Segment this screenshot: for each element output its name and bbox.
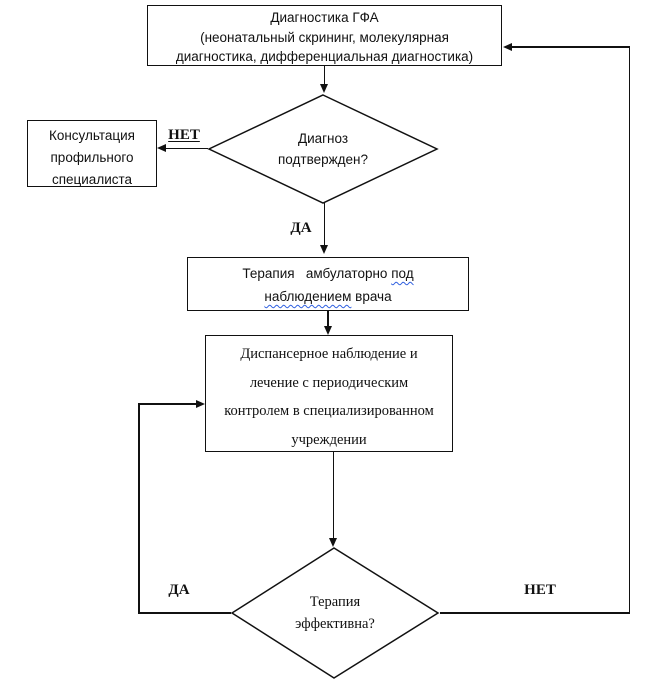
arrow-down-icon	[329, 538, 337, 547]
arrow-down-icon	[323, 326, 332, 335]
loop-yes-top-segment	[138, 403, 196, 405]
decision-diagnosis-confirmed: Диагноз подтвержден?	[207, 94, 439, 204]
loop-no-bottom-segment	[440, 612, 630, 614]
therapy-line2-text: врача	[351, 289, 392, 304]
arrow-yes-to-therapy-line	[323, 203, 325, 246]
therapy-line1-misspelled-word: под	[391, 266, 414, 281]
arrow-dispensary-to-decision-line	[332, 452, 334, 539]
dispensary-line-3: контролем в специализированном	[224, 403, 434, 419]
dispensary-line-2: лечение с периодическим	[249, 374, 409, 391]
decision1-line-2: подтвержден?	[278, 152, 368, 167]
therapy-line1-text: Терапия амбулаторно	[242, 266, 392, 281]
specialist-consult-box: Консультация профильного специалиста	[27, 120, 157, 187]
diagnostics-line-3: диагностика, дифференциальная диагностик…	[175, 49, 474, 64]
consult-line-3: специалиста	[51, 172, 133, 187]
consult-line-2: профильного	[50, 150, 134, 165]
diagnostics-box: Диагностика ГФА (неонатальный скрининг, …	[147, 5, 502, 66]
arrow-right-icon	[196, 399, 205, 408]
decision2-line-2: эффективна?	[295, 616, 375, 632]
dispensary-line-1: Диспансерное наблюдение и	[240, 346, 418, 362]
outpatient-therapy-box: Терапия амбулаторно под наблюдением врач…	[187, 257, 469, 311]
dispensary-line-4: учреждении	[291, 431, 367, 448]
decision2-line-1: Терапия	[309, 594, 361, 610]
decision1-line-1: Диагноз	[297, 130, 349, 146]
arrow-no-to-consult-line	[166, 147, 208, 149]
loop-yes-vertical-segment	[138, 403, 140, 613]
loop-yes-bottom-segment	[138, 612, 231, 614]
diamond-shape	[207, 94, 439, 204]
label-yes-bottom: ДА	[168, 582, 190, 598]
dispensary-box: Диспансерное наблюдение и лечение с пери…	[205, 335, 453, 452]
diagnostics-line-2: (неонатальный скрининг, молекулярная	[200, 29, 449, 45]
therapy-line2-misspelled-word: наблюдением	[264, 289, 352, 304]
loop-no-top-segment	[512, 46, 630, 48]
arrow-left-icon	[157, 143, 166, 152]
label-no-top: НЕТ	[168, 127, 200, 143]
arrow-down-icon	[320, 245, 328, 254]
diagnostics-line-1: Диагностика ГФА	[270, 10, 379, 25]
loop-no-vertical-segment	[628, 46, 630, 613]
arrow-diagnostics-to-decision-line	[323, 66, 325, 85]
arrow-left-icon	[503, 42, 512, 51]
decision-therapy-effective: Терапия эффективна?	[230, 547, 440, 679]
diamond-shape	[230, 547, 440, 679]
arrow-down-icon	[320, 84, 328, 93]
consult-line-1: Консультация	[48, 128, 135, 143]
therapy-line-2: наблюдением врача	[188, 285, 468, 308]
therapy-line-1: Терапия амбулаторно под	[188, 262, 468, 285]
label-yes-top: ДА	[290, 220, 312, 236]
arrow-therapy-to-dispensary-line	[327, 311, 329, 327]
label-no-bottom: НЕТ	[524, 582, 556, 598]
